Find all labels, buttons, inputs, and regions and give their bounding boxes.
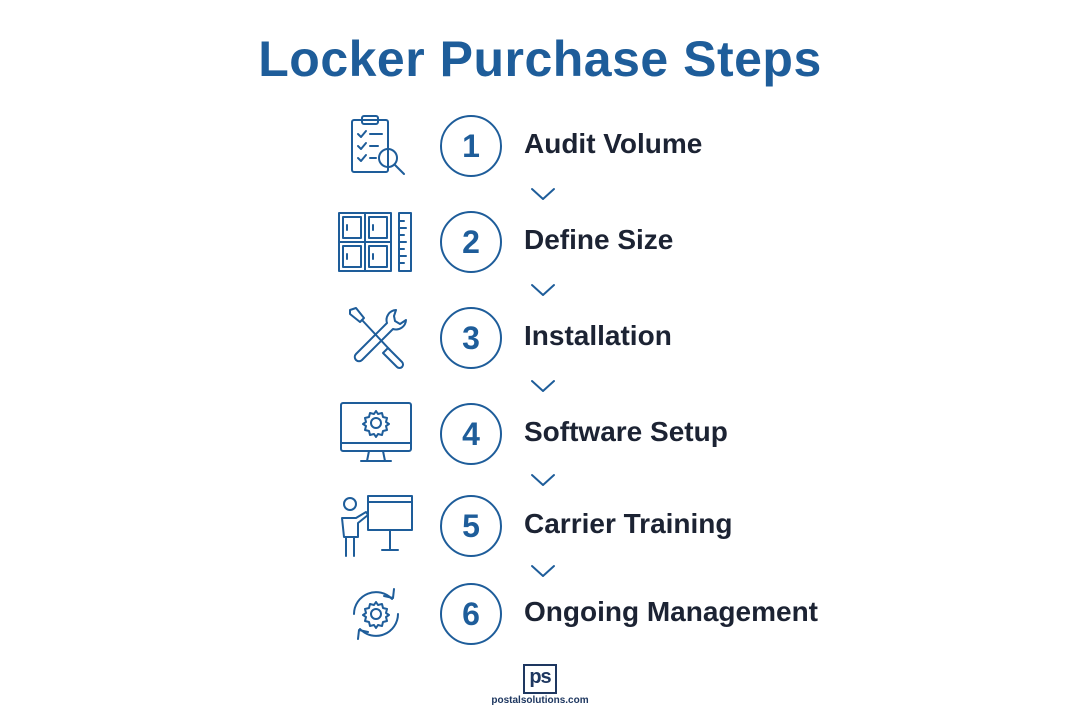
clipboard-search-icon [330,110,422,182]
step-label: Audit Volume [524,128,703,159]
chevron-down-icon [531,380,555,392]
step-number: 3 [440,307,502,369]
monitor-gear-icon [330,398,422,470]
step-2: 2 Define Size [330,206,890,278]
chevron-down-icon [531,284,555,296]
locker-ruler-icon [330,206,422,278]
logo-mark: ps [523,664,557,694]
step-number: 5 [440,495,502,557]
step-number: 1 [440,115,502,177]
chevron-down-icon [531,188,555,200]
tools-icon [330,302,422,374]
step-number: 4 [440,403,502,465]
step-1: 1 Audit Volume [330,110,890,182]
step-number: 6 [440,583,502,645]
logo-text: postalsolutions.com [491,695,589,706]
step-label: Installation [524,320,672,351]
chevron-down-icon [531,474,555,486]
step-6: 6 Ongoing Management [330,578,890,650]
step-5: 5 Carrier Training [330,490,890,562]
step-label: Software Setup [524,416,728,447]
step-4: 4 Software Setup [330,398,890,470]
chevron-down-icon [531,565,555,577]
step-label: Ongoing Management [524,596,818,627]
step-label: Define Size [524,224,674,255]
step-3: 3 Installation [330,302,890,374]
step-label: Carrier Training [524,508,733,539]
step-number: 2 [440,211,502,273]
brand-logo[interactable]: ps postalsolutions.com [0,664,1080,706]
presenter-board-icon [330,490,422,562]
page-title: Locker Purchase Steps [258,31,822,87]
gear-cycle-icon [330,578,422,650]
